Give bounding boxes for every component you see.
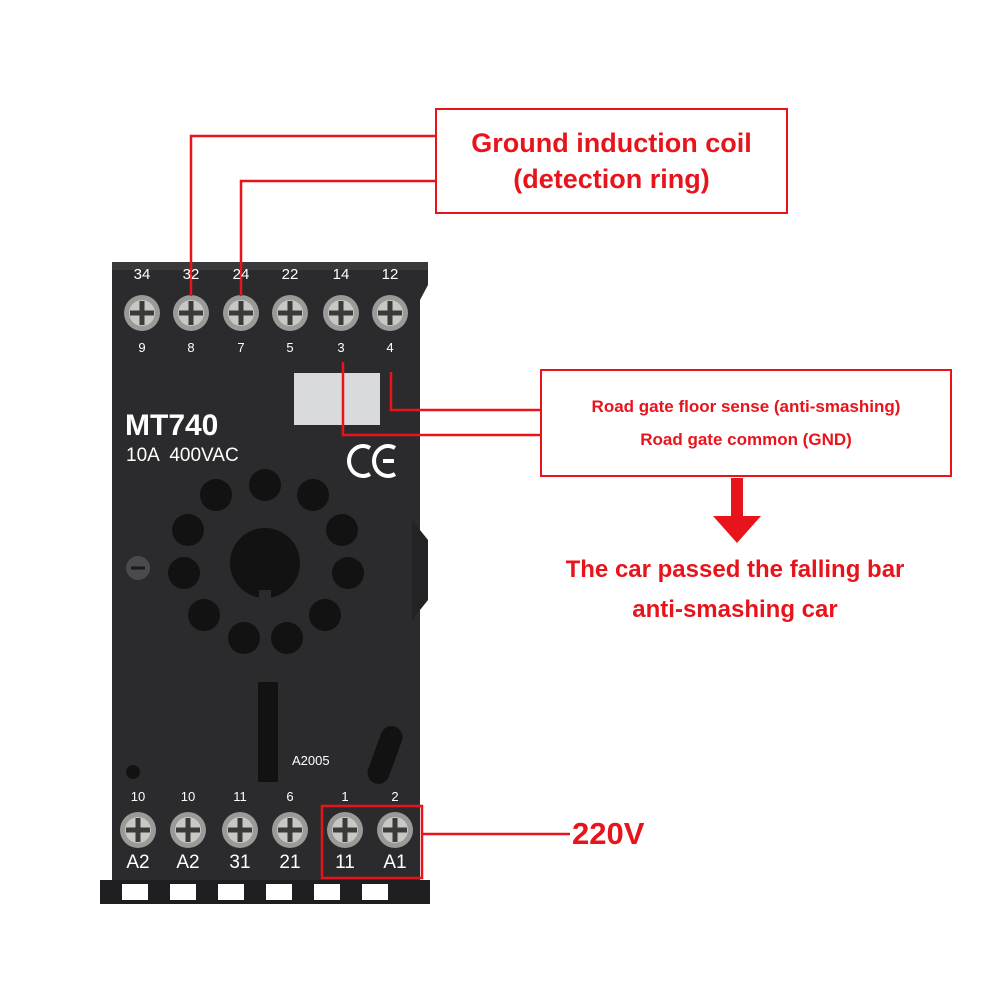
top-pin-number: 14 <box>332 266 350 283</box>
top-pin-index: 7 <box>237 340 245 355</box>
road-gate-callout-box: Road gate floor sense (anti-smashing) Ro… <box>540 369 952 477</box>
top-pin-index: 9 <box>138 340 146 355</box>
top-pin-number: 24 <box>232 266 250 283</box>
top-pin-index: 3 <box>337 340 345 355</box>
bottom-terminal-label: 21 <box>279 852 301 873</box>
small-hole <box>126 765 140 779</box>
diagonal-slot <box>367 726 403 784</box>
coil-callout-line1: Ground induction coil <box>471 128 752 158</box>
bottom-pin-number: 1 <box>341 789 349 804</box>
terminal-screw <box>323 295 359 331</box>
top-pin-index: 5 <box>286 340 294 355</box>
bottom-terminal-label: 11 <box>335 852 355 873</box>
bottom-terminal-label: A2 <box>176 852 200 873</box>
top-pin-number: 22 <box>281 266 299 283</box>
mount-screw-left <box>126 556 150 580</box>
terminal-screw <box>377 812 413 848</box>
terminal-screw <box>120 812 156 848</box>
terminal-screw <box>223 295 259 331</box>
coil-callout-box: Ground induction coil (detection ring) <box>435 108 788 214</box>
power-label: 220V <box>572 816 645 851</box>
bottom-pin-number: 10 <box>130 789 146 804</box>
socket-holes <box>168 469 364 654</box>
top-pin-number: 34 <box>133 266 151 283</box>
coil-line-pin24 <box>239 179 436 296</box>
floor-sense-label: Road gate floor sense (anti-smashing) <box>591 397 901 416</box>
terminal-screw <box>173 295 209 331</box>
bottom-terminal-label: A1 <box>383 852 407 873</box>
model-label: MT740 <box>125 409 219 442</box>
common-label: Road gate common (GND) <box>640 430 852 449</box>
floor-sense-line <box>389 372 540 412</box>
top-pin-index: 8 <box>187 340 195 355</box>
terminal-screw <box>170 812 206 848</box>
coil-line-pin32 <box>189 134 436 296</box>
result-line1: The car passed the falling bar <box>565 556 905 583</box>
rating-label: 10A 400VAC <box>126 445 239 466</box>
bottom-terminal-label: 31 <box>229 852 251 873</box>
bottom-pin-number: 10 <box>180 789 196 804</box>
down-arrow-icon <box>713 478 761 543</box>
bottom-pin-number: 2 <box>391 789 399 804</box>
top-pin-index: 4 <box>386 340 394 355</box>
top-pin-number: 12 <box>381 266 399 283</box>
bottom-pin-number: 6 <box>286 789 294 804</box>
common-line <box>341 362 540 437</box>
bottom-screw-row <box>120 812 413 848</box>
ce-mark <box>347 444 397 478</box>
terminal-screw <box>272 295 308 331</box>
bottom-terminal-label: A2 <box>126 852 150 873</box>
terminal-screw <box>272 812 308 848</box>
connector-lines <box>189 134 570 880</box>
terminal-screw <box>372 295 408 331</box>
terminal-screw <box>327 812 363 848</box>
code-label: A2005 <box>292 753 330 768</box>
top-pin-number: 32 <box>182 266 200 283</box>
terminal-screw <box>124 295 160 331</box>
label-patch <box>294 373 380 425</box>
terminal-screw <box>222 812 258 848</box>
power-highlight-box <box>320 804 424 880</box>
top-screw-row <box>124 295 408 331</box>
center-slot <box>258 682 278 782</box>
result-line2: anti-smashing car <box>632 596 838 623</box>
bottom-pin-number: 11 <box>233 789 247 804</box>
coil-callout-line2: (detection ring) <box>513 164 710 194</box>
